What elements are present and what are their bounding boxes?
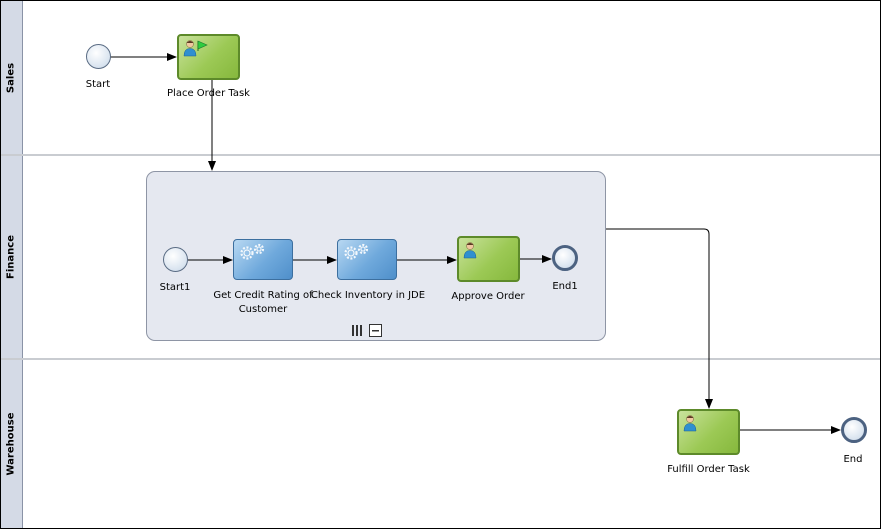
end1-event-label: End1 (552, 281, 578, 292)
start-event[interactable] (86, 44, 111, 69)
task-fulfill-order-label: Fulfill Order Task (667, 464, 750, 475)
subprocess-controls (352, 324, 382, 337)
collapse-icon[interactable] (369, 324, 382, 337)
lane-divider (0, 358, 881, 360)
task-get-credit-rating[interactable] (233, 239, 293, 280)
task-approve-order[interactable] (457, 236, 520, 282)
task-approve-order-label: Approve Order (451, 291, 525, 302)
flow-subprocess-to-fulfill[interactable] (606, 228, 713, 409)
task-place-order-label: Place Order Task (167, 88, 250, 99)
task-check-inventory[interactable] (337, 239, 397, 280)
lane-header-sales[interactable]: Sales (0, 0, 23, 155)
end-event[interactable] (841, 417, 867, 443)
parallel-marker-icon[interactable] (352, 325, 362, 336)
task-place-order[interactable] (177, 34, 240, 80)
gears-icon (240, 243, 265, 260)
task-get-credit-rating-label: Get Credit Rating of Customer (213, 290, 313, 315)
green-flag-icon (197, 40, 208, 51)
task-fulfill-order[interactable] (677, 409, 740, 455)
start1-event-label: Start1 (159, 282, 191, 293)
start-event-label: Start (85, 79, 111, 90)
start1-event[interactable] (163, 247, 188, 272)
lane-header-finance[interactable]: Finance (0, 155, 23, 359)
user-icon (463, 242, 477, 259)
user-icon (183, 40, 208, 57)
user-icon (683, 415, 697, 432)
task-check-inventory-label: Check Inventory in JDE (310, 290, 426, 301)
gears-icon (344, 243, 369, 260)
lane-divider (0, 154, 881, 156)
lane-header-warehouse[interactable]: Warehouse (0, 359, 23, 529)
end1-event[interactable] (552, 245, 578, 271)
end-event-label: End (843, 454, 863, 465)
